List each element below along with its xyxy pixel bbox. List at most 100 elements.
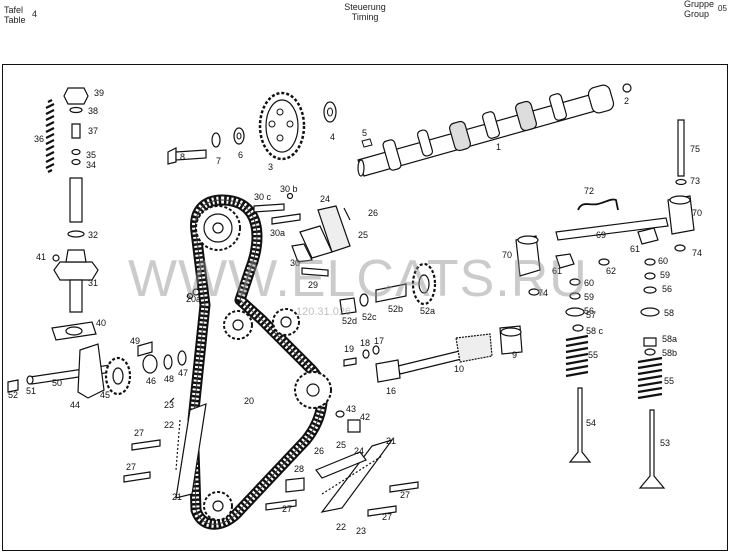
- tafel-block: Tafel Table: [4, 6, 26, 25]
- label-25b: 25: [336, 440, 346, 450]
- chain-sprockets: [195, 205, 332, 521]
- label-23: 23: [164, 400, 174, 410]
- label-27d: 27: [400, 490, 410, 500]
- label-30c: 30 c: [254, 192, 272, 202]
- label-26: 26: [368, 208, 378, 218]
- label-49: 49: [130, 336, 140, 346]
- label-10: 10: [454, 364, 464, 374]
- label-22b: 22: [336, 522, 346, 532]
- label-44: 44: [70, 400, 80, 410]
- label-54: 54: [586, 418, 596, 428]
- label-39: 39: [94, 88, 104, 98]
- tafel-label-de: Tafel: [4, 5, 24, 15]
- label-7: 7: [216, 156, 221, 166]
- label-36: 36: [34, 134, 44, 144]
- label-28: 28: [294, 464, 304, 474]
- label-45: 45: [100, 390, 110, 400]
- label-21: 21: [172, 492, 182, 502]
- part-labels: 39 38 37 36 35 34 32 41 31 40 49 50 51 5…: [8, 88, 702, 536]
- tafel-number: 4: [32, 9, 38, 19]
- label-6: 6: [238, 150, 243, 160]
- label-30a: 30a: [270, 228, 285, 238]
- tensioner-assembly: [45, 87, 99, 313]
- label-51: 51: [26, 386, 36, 396]
- label-55b: 55: [664, 376, 674, 386]
- label-55: 55: [588, 350, 598, 360]
- label-58: 58: [664, 308, 674, 318]
- label-70b: 70: [502, 250, 512, 260]
- title-en: Timing: [351, 12, 379, 22]
- label-74: 74: [692, 248, 702, 258]
- label-20: 20: [244, 396, 254, 406]
- label-56: 56: [662, 284, 672, 294]
- watermark-code: 120.31.026: [296, 306, 352, 318]
- label-21b: 21: [386, 436, 396, 446]
- label-25: 25: [358, 230, 368, 240]
- label-46: 46: [146, 376, 156, 386]
- label-18: 18: [360, 338, 370, 348]
- label-47: 47: [178, 368, 188, 378]
- label-43: 43: [346, 404, 356, 414]
- bolt-washer-42-43: [169, 397, 361, 433]
- label-69: 69: [596, 230, 606, 240]
- label-73: 73: [690, 176, 700, 186]
- label-2: 2: [624, 96, 629, 106]
- label-27: 27: [134, 428, 144, 438]
- drive-shaft-assembly: [7, 341, 187, 399]
- gruppe-number: 05: [718, 4, 727, 13]
- label-60b: 60: [584, 278, 594, 288]
- pins: [123, 439, 419, 517]
- gruppe-label-en: Group: [684, 9, 710, 19]
- gruppe-label-de: Gruppe: [684, 0, 715, 9]
- label-52a: 52a: [420, 306, 435, 316]
- label-37: 37: [88, 126, 98, 136]
- label-24b: 24: [354, 446, 364, 456]
- label-58c: 58 c: [586, 326, 604, 336]
- tafel-label-en: Table: [4, 15, 26, 25]
- label-19: 19: [344, 344, 354, 354]
- label-40: 40: [96, 318, 106, 328]
- label-62: 62: [606, 266, 616, 276]
- label-59b: 59: [584, 292, 594, 302]
- label-5: 5: [362, 128, 367, 138]
- label-75: 75: [690, 144, 700, 154]
- label-9: 9: [512, 350, 517, 360]
- label-70: 70: [692, 208, 702, 218]
- label-56b: 56: [584, 306, 594, 316]
- label-34: 34: [86, 160, 96, 170]
- camshaft: [357, 83, 632, 177]
- label-8: 8: [180, 152, 185, 162]
- label-38: 38: [88, 106, 98, 116]
- label-48: 48: [164, 374, 174, 384]
- label-52c: 52c: [362, 312, 377, 322]
- drawing-frame: [2, 64, 728, 551]
- label-52b: 52b: [388, 304, 403, 314]
- label-23b: 23: [356, 526, 366, 536]
- title-block: Steuerung Timing: [340, 3, 390, 22]
- label-50: 50: [52, 378, 62, 388]
- label-30: 30: [290, 258, 300, 268]
- valve-train: [515, 119, 695, 489]
- label-52: 52: [8, 390, 18, 400]
- label-53: 53: [660, 438, 670, 448]
- label-27e: 27: [382, 512, 392, 522]
- title-de: Steuerung: [344, 2, 386, 12]
- label-27c: 27: [282, 504, 292, 514]
- label-52d: 52d: [342, 316, 357, 326]
- label-72: 72: [584, 186, 594, 196]
- chain-tensioner: [186, 192, 351, 300]
- label-17: 17: [374, 336, 384, 346]
- label-61b: 61: [552, 266, 562, 276]
- intermediate-shaft: [339, 262, 523, 383]
- watermark-site: WWW.ELCATS.RU: [128, 250, 588, 308]
- label-27b: 27: [126, 462, 136, 472]
- label-61: 61: [630, 244, 640, 254]
- label-58a: 58a: [662, 334, 677, 344]
- label-4: 4: [330, 132, 335, 142]
- label-22: 22: [164, 420, 174, 430]
- label-57: 57: [586, 310, 596, 320]
- label-1: 1: [496, 142, 501, 152]
- label-30b: 30 b: [280, 184, 298, 194]
- cover-plate: [51, 321, 97, 341]
